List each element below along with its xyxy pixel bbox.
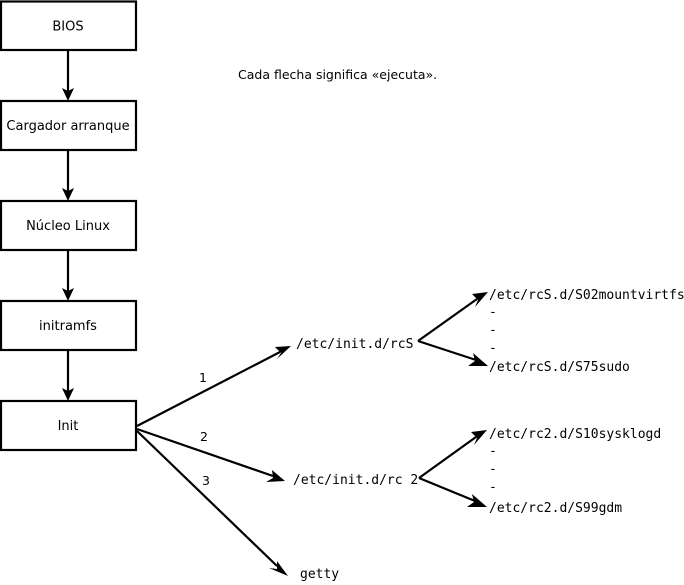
arrow-kernel-to-initramfs — [62, 250, 74, 301]
node-kernel: Núcleo Linux — [0, 199, 138, 252]
rc2-last-script-label: /etc/rc2.d/S99gdm — [489, 501, 622, 516]
rcs-ellipsis-dash-1: - — [489, 305, 497, 320]
getty-label: getty — [300, 567, 339, 582]
kernel-label: Núcleo Linux — [26, 219, 110, 234]
arrow-init-to-rcs — [136, 346, 291, 427]
arrow-bootloader-to-kernel — [62, 150, 74, 201]
bootloader-label: Cargador arranque — [6, 119, 129, 134]
branch-order-label-1: 1 — [199, 370, 207, 385]
rcs-script-label: /etc/init.d/rcS — [296, 337, 413, 352]
arrow-rc2-to-last-script — [418, 476, 487, 507]
initramfs-label: initramfs — [39, 319, 97, 334]
branch-order-label-2: 2 — [200, 429, 208, 444]
branch-order-label-3: 3 — [202, 473, 210, 488]
rc2-script-label: /etc/init.d/rc 2 — [293, 473, 418, 488]
arrow-rcs-to-first-script — [417, 292, 488, 342]
bios-label: BIOS — [52, 20, 83, 35]
init-box — [0, 399, 138, 452]
bootloader-box — [0, 99, 138, 152]
rcs-ellipsis-dash-2: - — [489, 323, 497, 338]
arrow-init-to-rc2 — [136, 427, 285, 482]
node-init: Init — [0, 399, 138, 452]
rcs-ellipsis-dash-3: - — [489, 341, 497, 356]
init-label: Init — [58, 419, 79, 434]
rcs-last-script-label: /etc/rcS.d/S75sudo — [489, 360, 630, 375]
node-initramfs: initramfs — [0, 299, 138, 352]
arrow-rc2-to-first-script — [418, 430, 487, 479]
rc2-ellipsis-dash-1: - — [489, 444, 497, 459]
arrow-initramfs-to-init — [62, 350, 74, 401]
arrow-bios-to-bootloader — [62, 50, 74, 101]
rc2-ellipsis-dash-3: - — [489, 480, 497, 495]
bios-box — [0, 0, 138, 52]
node-bios: BIOS — [0, 0, 138, 52]
rc2-first-script-label: /etc/rc2.d/S10sysklogd — [489, 427, 661, 442]
node-bootloader: Cargador arranque — [0, 99, 138, 152]
rc2-ellipsis-dash-2: - — [489, 462, 497, 477]
arrow-init-to-getty — [136, 430, 288, 576]
rcs-first-script-label: /etc/rcS.d/S02mountvirtfs — [489, 288, 684, 303]
arrow-rcs-to-last-script — [417, 339, 488, 366]
initramfs-box — [0, 299, 138, 352]
diagram-caption: Cada flecha significa «ejecuta». — [238, 67, 437, 82]
